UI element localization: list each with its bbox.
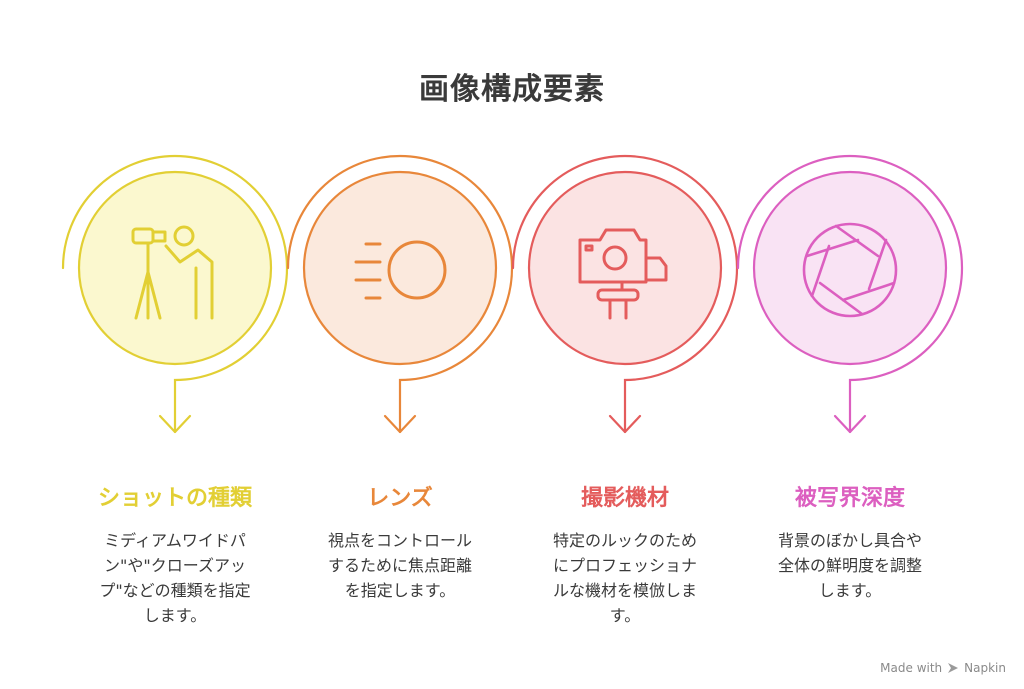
step-3-node bbox=[511, 154, 739, 434]
description-line: します。 bbox=[818, 581, 882, 600]
aperture-icon bbox=[802, 222, 898, 318]
description-line: するために焦点距離 bbox=[327, 556, 472, 575]
step-2-description: 視点をコントロール するために焦点距離 を指定します。 bbox=[300, 528, 500, 603]
step-4-node bbox=[736, 154, 964, 434]
step-4-description: 背景のぼかし具合や 全体の鮮明度を調整 します。 bbox=[750, 528, 950, 603]
description-line: 全体の鮮明度を調整 bbox=[777, 556, 922, 575]
description-line: 特定のルックのため bbox=[552, 531, 697, 550]
step-1-description: ミディアムワイドパ ン"や"クローズアッ プ"などの種類を指定 します。 bbox=[75, 528, 275, 628]
step-1-node bbox=[61, 154, 289, 434]
napkin-brand: Napkin bbox=[964, 661, 1006, 675]
napkin-watermark: Made with Napkin bbox=[880, 661, 1006, 675]
description-line: ルな機材を模倣しま bbox=[552, 581, 697, 600]
description-line: 視点をコントロール bbox=[327, 531, 472, 550]
step-1-title: ショットの種類 bbox=[97, 486, 252, 511]
description-line: す。 bbox=[609, 606, 641, 625]
description-line: を指定します。 bbox=[344, 581, 456, 600]
description-line: ミディアムワイドパ bbox=[104, 531, 246, 550]
description-line: にプロフェッショナ bbox=[552, 556, 697, 575]
description-line: ン"や"クローズアッ bbox=[104, 556, 246, 575]
description-line: 背景のぼかし具合や bbox=[777, 531, 922, 550]
napkin-logo-icon bbox=[948, 663, 959, 673]
step-2-node bbox=[286, 154, 514, 434]
step-4-title: 被写界深度 bbox=[794, 486, 905, 511]
made-with-label: Made with bbox=[880, 661, 943, 675]
step-2-title: レンズ bbox=[367, 486, 433, 511]
lens-icon bbox=[354, 240, 447, 300]
description-line: します。 bbox=[143, 606, 207, 625]
photographer-icon bbox=[131, 225, 214, 320]
step-3-description: 特定のルックのため にプロフェッショナ ルな機材を模倣しま す。 bbox=[525, 528, 725, 628]
description-line: プ"などの種類を指定 bbox=[99, 581, 251, 600]
camera-icon bbox=[578, 228, 668, 320]
diagram-title: 画像構成要素 bbox=[419, 72, 605, 107]
step-3-title: 撮影機材 bbox=[580, 486, 669, 511]
